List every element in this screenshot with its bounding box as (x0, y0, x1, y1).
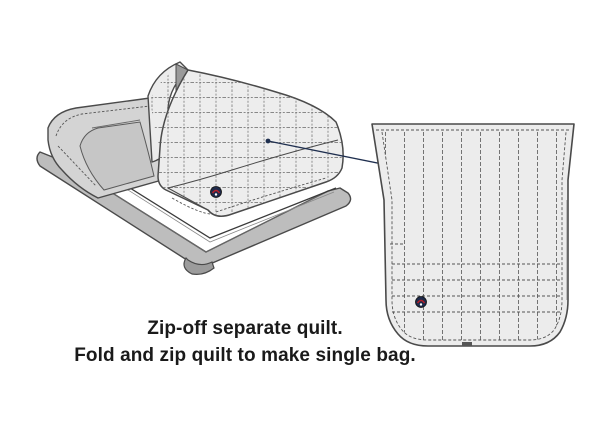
bag-inner-stitching (381, 131, 567, 341)
base-front-roll (183, 257, 215, 275)
brand-logo-icon (210, 186, 222, 198)
quilt-block-stitching (158, 70, 344, 217)
bag-channels (382, 132, 566, 340)
pad-rim-stitching (55, 105, 151, 187)
single-bag (371, 123, 575, 347)
caption-line-2: Fold and zip quilt to make single bag. (74, 345, 416, 366)
brand-logo-icon (415, 296, 427, 308)
zipper-pull (462, 342, 472, 346)
sleep-system-left (36, 61, 352, 275)
pad-inner-sleeve (79, 121, 155, 191)
footbox-stitching (392, 263, 562, 313)
caption-line-1: Zip-off separate quilt. (147, 318, 343, 339)
